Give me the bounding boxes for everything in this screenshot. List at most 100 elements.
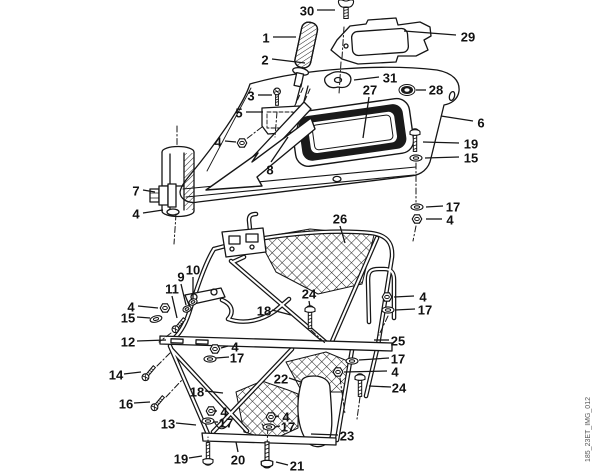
side-panel-23 [297,375,333,448]
part-number-label: 22 [274,372,288,387]
bolt-fastener [260,441,274,469]
leader-line [188,455,203,459]
callout-30: 30 [300,4,335,19]
leader-line [271,309,292,316]
part-number-label: 30 [300,4,314,19]
leader-line [424,156,460,159]
nut-fastener [209,344,221,354]
leader-line [425,205,444,208]
pipe-7 [149,145,195,218]
part-number-label: 4 [132,207,140,222]
leader-line [368,385,392,388]
callout-11: 11 [165,282,179,319]
callout-21: 21 [275,459,304,473]
callout-12: 12 [121,335,167,350]
figure-id-text: 185_23ET_IMG_012 [585,397,592,462]
leader-line [339,225,346,244]
part-number-label: 4 [231,340,239,355]
leader-line [362,96,370,139]
callout-29: 29 [403,30,475,45]
part-number-label: 5 [235,106,242,121]
leader-line [288,377,302,383]
callout-4: 4 [220,340,239,355]
callout-24: 24 [368,381,407,396]
part-number-label: 19 [464,137,478,152]
part-number-label: 20 [231,453,245,468]
callout-10: 10 [186,263,200,299]
callout-17: 17 [358,352,405,367]
callout-17: 17 [215,351,244,366]
callout-7: 7 [132,184,156,199]
callout-27: 27 [362,83,377,139]
callout-13: 13 [161,417,197,432]
leader-line [270,136,289,163]
part-number-label: 9 [177,270,184,285]
part-number-label: 2 [261,53,268,68]
part-number-label: 15 [464,151,478,166]
callout-9: 9 [177,270,187,306]
mesh-panel-26 [257,228,375,295]
callout-25: 25 [374,334,405,349]
callout-1: 1 [262,31,296,46]
part-number-label: 31 [383,71,397,86]
part-number-label: 4 [127,300,135,315]
callout-31: 31 [353,71,397,86]
part-number-label: 4 [419,290,427,305]
part-number-label: 28 [429,83,443,98]
callout-4: 4 [132,207,164,222]
callout-17: 17 [394,303,432,318]
part-number-label: 4 [446,213,454,228]
callout-14: 14 [109,368,142,383]
part-number-label: 27 [363,83,377,98]
leader-line [175,422,197,426]
part-number-label: 13 [161,417,175,432]
part-number-label: 18 [257,304,271,319]
callout-19: 19 [174,452,203,467]
callout-3: 3 [247,89,272,104]
leader-line [220,345,229,349]
part-number-label: 21 [290,459,304,473]
leader-line [215,356,230,359]
part-number-label: 26 [333,212,347,227]
callout-15: 15 [121,311,151,326]
leader-line [235,441,239,453]
callout-23: 23 [310,429,354,444]
part-number-label: 3 [247,89,254,104]
part-number-label: 8 [266,163,273,178]
leader-line [310,433,339,436]
callout-2: 2 [261,53,306,68]
nut-fastener [381,292,393,302]
washer-fastener [381,306,395,314]
part-number-label: 1 [262,31,269,46]
callout-4: 4 [393,290,427,305]
part-number-label: 6 [477,116,484,131]
callout-17: 17 [425,200,460,215]
leader-line [343,370,388,373]
part-number-label: 10 [186,263,200,278]
handle-grip-1 [292,21,319,88]
leader-line [271,58,306,64]
nut-fastener [159,303,171,313]
leader-line [180,283,187,306]
leader-line [204,390,224,394]
callout-18: 18 [190,385,224,400]
leader-line [358,357,390,361]
callout-4: 4 [214,405,228,420]
leader-line [136,316,151,319]
washer-fastener [410,203,424,211]
gasket-plate-29 [330,17,432,65]
leader-line [394,308,416,311]
part-number-label: 17 [418,303,432,318]
part-number-label: 23 [340,429,354,444]
part-number-label: 15 [121,311,135,326]
direction-arrow-icon [205,117,316,191]
part-number-label: 25 [391,334,405,349]
wing-fastener [337,0,355,20]
part-number-label: 4 [282,410,290,425]
grommet-fastener [398,84,416,96]
leader-line [440,115,474,122]
part-number-label: 24 [392,381,407,396]
leader-line [224,140,237,143]
